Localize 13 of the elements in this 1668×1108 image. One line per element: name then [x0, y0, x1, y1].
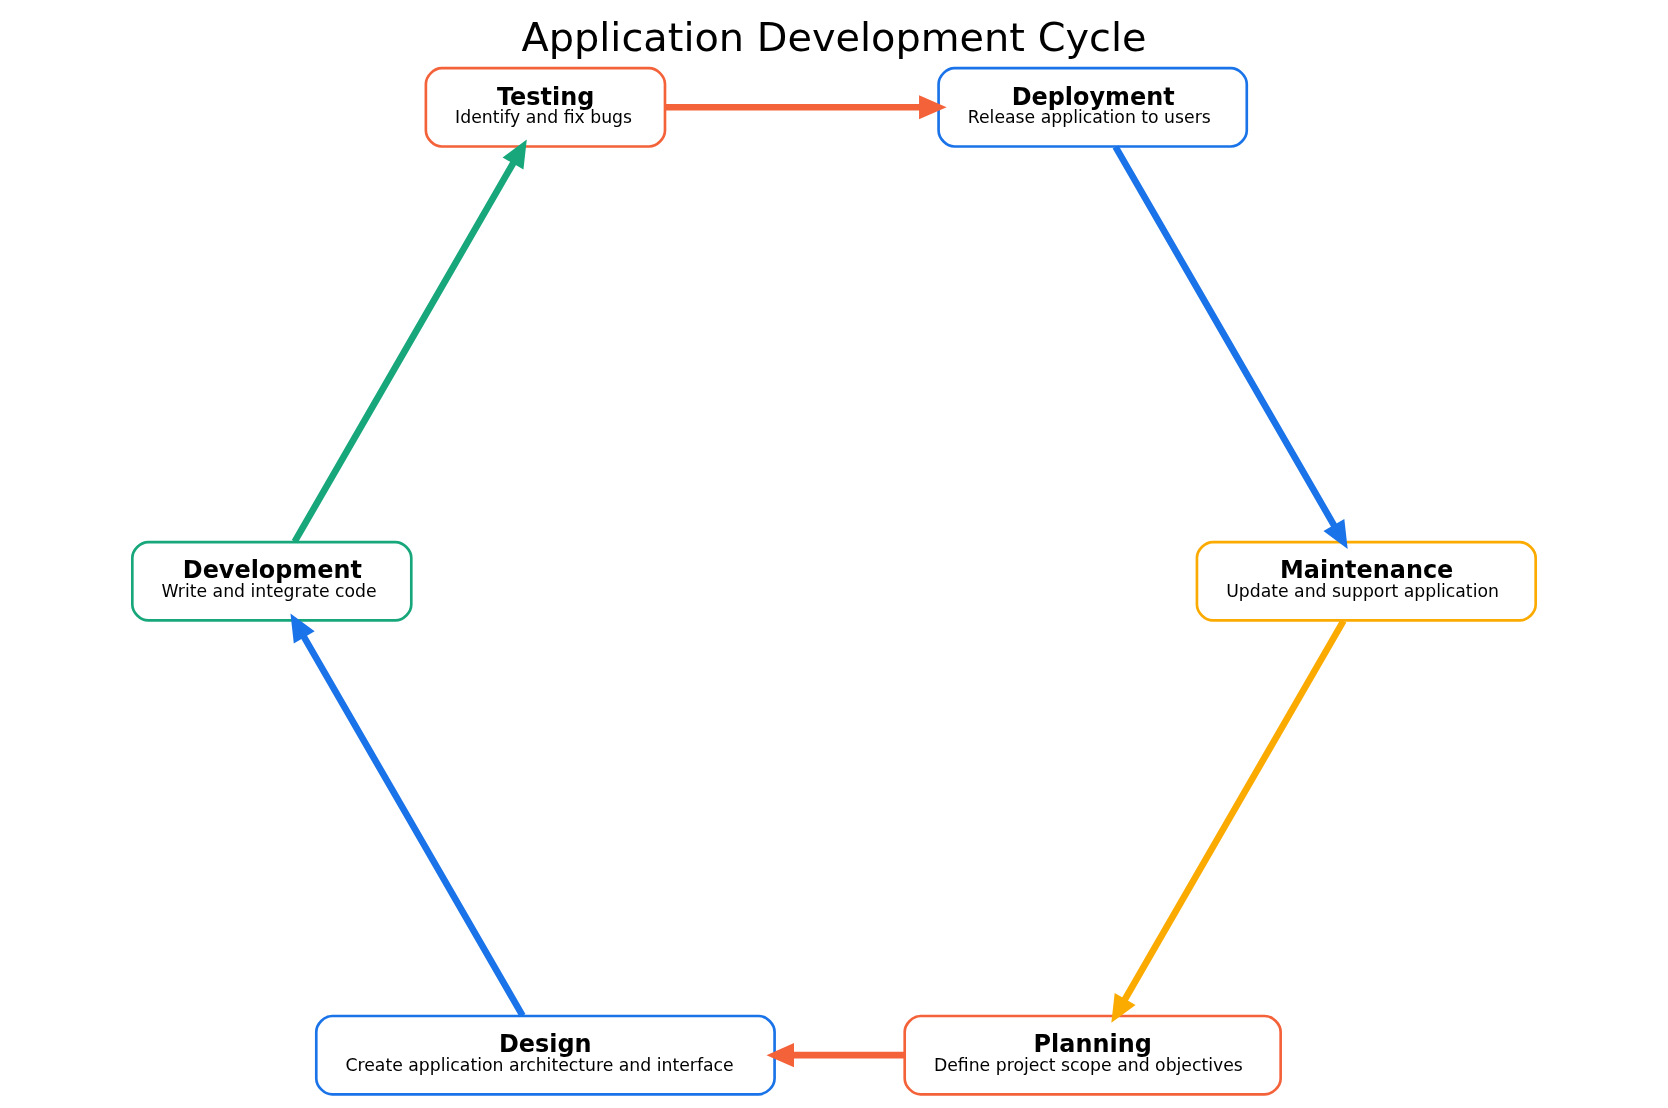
node-box: Maintenance Update and support application — [1195, 540, 1537, 622]
arrow — [766, 1043, 905, 1068]
node-box: Deployment Release application to users — [937, 66, 1249, 148]
arrow — [665, 95, 947, 120]
arrow — [1112, 145, 1348, 549]
arrow — [290, 613, 526, 1018]
node-box: Planning Define project scope and objectives — [903, 1014, 1282, 1096]
arrow — [1111, 619, 1347, 1023]
node-box: Development Write and integrate code — [131, 540, 413, 622]
arrow — [291, 139, 527, 544]
node-box: Testing Identify and fix bugs — [424, 66, 667, 148]
diagram-title: Application Development Cycle — [521, 13, 1147, 60]
node-box: Design Create application architecture and interface — [314, 1014, 776, 1096]
